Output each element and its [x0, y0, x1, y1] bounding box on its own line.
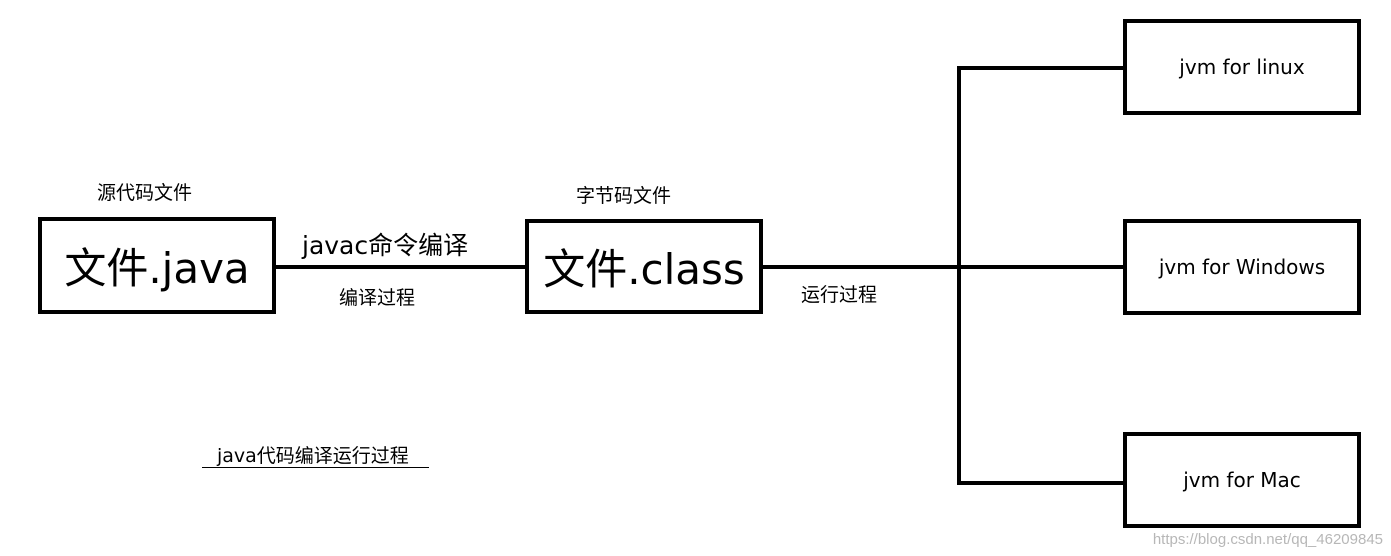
jvm-mac-label: jvm for Mac — [1183, 468, 1301, 492]
compile-edge-label: javac命令编译 — [302, 231, 469, 260]
compile-connector — [274, 265, 528, 269]
jvm-linux-label: jvm for linux — [1179, 55, 1305, 79]
run-edge-label: 运行过程 — [801, 284, 878, 306]
jvm-branch-trunk — [957, 66, 961, 485]
class-file-box: 文件.class — [525, 219, 763, 314]
branch-to-mac — [957, 481, 1127, 485]
jvm-mac-box: jvm for Mac — [1123, 432, 1361, 528]
compile-edge-sublabel: 编译过程 — [339, 287, 416, 309]
watermark: https://blog.csdn.net/qq_46209845 — [1152, 531, 1383, 548]
caption-underline — [202, 467, 429, 468]
source-file-caption: 源代码文件 — [97, 182, 193, 204]
source-file-box: 文件.java — [38, 217, 276, 314]
diagram-caption: java代码编译运行过程 — [217, 445, 409, 467]
run-connector — [762, 265, 1128, 269]
class-file-caption: 字节码文件 — [576, 185, 672, 207]
class-file-label: 文件.class — [543, 245, 745, 294]
jvm-windows-box: jvm for Windows — [1123, 219, 1361, 315]
branch-to-linux — [957, 66, 1127, 70]
jvm-linux-box: jvm for linux — [1123, 19, 1361, 115]
source-file-label: 文件.java — [64, 244, 250, 293]
jvm-windows-label: jvm for Windows — [1158, 255, 1326, 279]
